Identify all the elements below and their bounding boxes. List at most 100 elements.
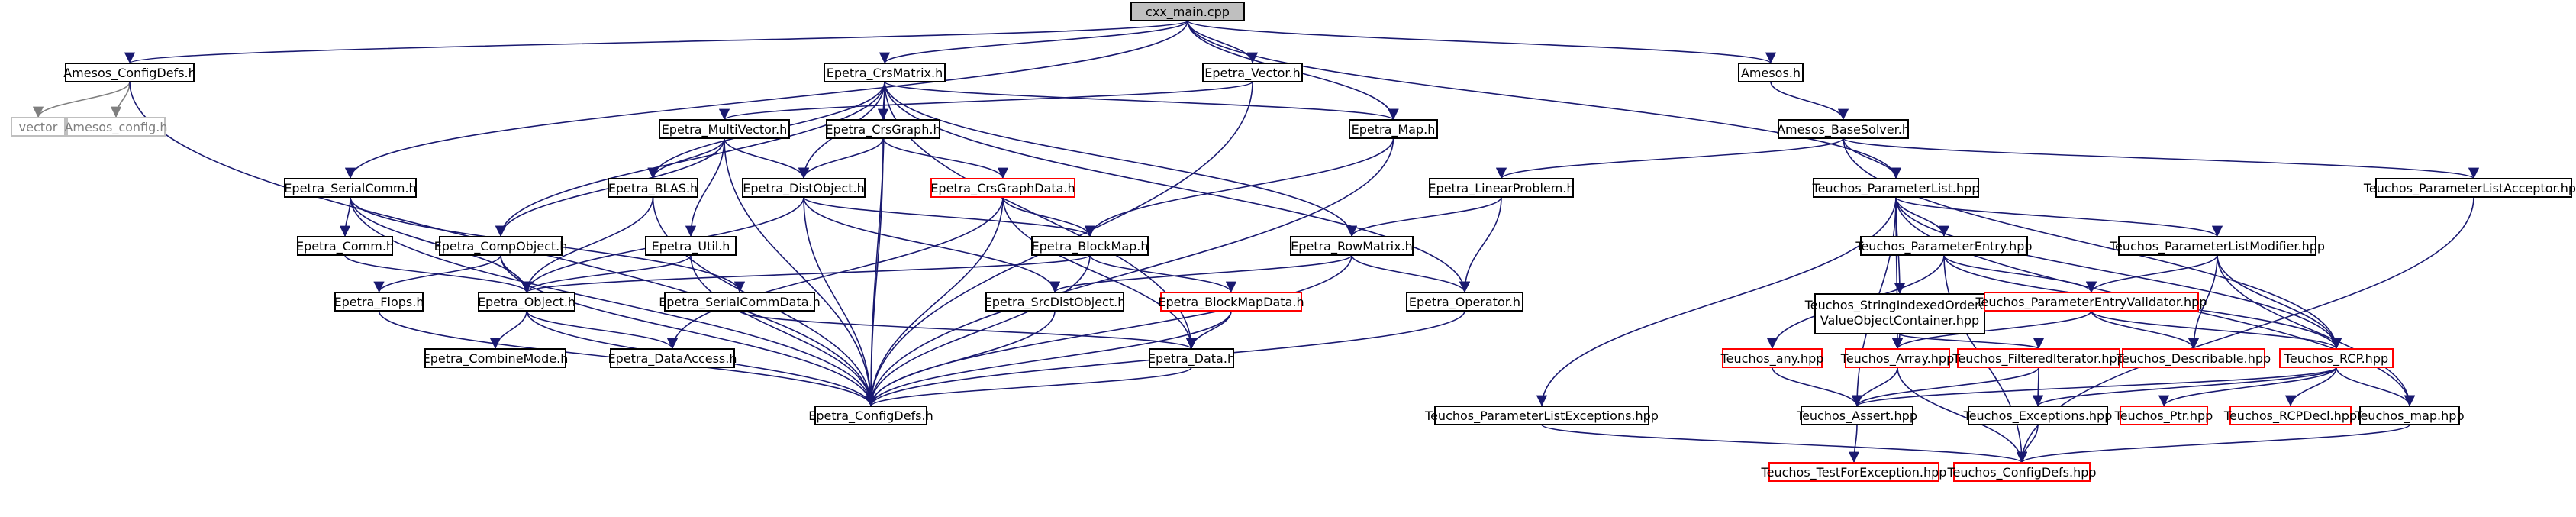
node-label: ValueObjectContainer.hpp (1820, 313, 1979, 328)
node-epetra-blockmapdata[interactable]: Epetra_BlockMapData.h (1158, 292, 1304, 312)
node-epetra-blas[interactable]: Epetra_BLAS.h (608, 178, 698, 198)
node-epetra-rowmatrix[interactable]: Epetra_RowMatrix.h (1290, 236, 1414, 256)
edge-epetra-multivector-to-epetra-distobject (724, 137, 810, 179)
edge-teuchos-rcp-to-teuchos-rcpdecl (2284, 367, 2337, 407)
node-epetra-distobject[interactable]: Epetra_DistObject.h (742, 178, 866, 198)
node-epetra-serialcomm[interactable]: Epetra_SerialComm.h (284, 178, 417, 198)
node-label: Teuchos_ConfigDefs.hpp (1946, 465, 2096, 480)
edge-epetra-distobject-to-epetra-srcdistobject (803, 196, 1061, 293)
node-epetra-flops[interactable]: Epetra_Flops.h (334, 292, 424, 312)
node-label: Teuchos_ParameterListModifier.hpp (2109, 239, 2325, 254)
node-epetra-operator[interactable]: Epetra_Operator.h (1406, 292, 1523, 312)
node-amesos-config: Amesos_config.h (64, 117, 168, 137)
edge-epetra-compobject-to-epetra-configdefs (500, 254, 877, 407)
node-epetra-blockmap[interactable]: Epetra_BlockMap.h (1031, 236, 1149, 256)
node-label: cxx_main.cpp (1146, 5, 1230, 20)
node-box (424, 348, 566, 368)
edge-teuchos-array-to-teuchos-configdefs (1897, 367, 2028, 464)
node-teuchos-array[interactable]: Teuchos_Array.hpp (1840, 348, 1954, 368)
node-label: Epetra_SerialCommData.h (659, 295, 821, 310)
node-epetra-compobject[interactable]: Epetra_CompObject.h (434, 236, 568, 256)
node-teuchos-parameterlistacceptor[interactable]: Teuchos_ParameterListAcceptor.hpp (2363, 178, 2576, 198)
node-box (1860, 236, 2028, 256)
node-amesos[interactable]: Amesos.h (1738, 63, 1804, 82)
edge-epetra-comm-to-epetra-object (344, 254, 533, 293)
node-epetra-linearproblem[interactable]: Epetra_LinearProblem.h (1428, 178, 1575, 198)
node-epetra-crsgraph[interactable]: Epetra_CrsGraph.h (825, 119, 941, 139)
node-label: Teuchos_Ptr.hpp (2114, 409, 2213, 424)
node-box (66, 117, 166, 137)
node-amesos-basesolver[interactable]: Amesos_BaseSolver.h (1777, 119, 1910, 139)
edge-amesos-basesolver-to-teuchos-rcp (1843, 137, 2342, 350)
node-epetra-serialcommdata[interactable]: Epetra_SerialCommData.h (659, 292, 821, 312)
node-box (608, 178, 698, 198)
node-box (610, 348, 735, 368)
node-label: Epetra_BlockMap.h (1031, 239, 1148, 254)
node-teuchos-parameterlistmodifier[interactable]: Teuchos_ParameterListModifier.hpp (2109, 236, 2325, 256)
node-epetra-combinemode[interactable]: Epetra_CombineMode.h (423, 348, 569, 368)
node-epetra-data[interactable]: Epetra_Data.h (1148, 348, 1235, 368)
node-teuchos-parameterlistexceptions[interactable]: Teuchos_ParameterListExceptions.hpp (1424, 406, 1659, 425)
edge-teuchos-any-to-teuchos-assert (1772, 367, 1863, 407)
edge-epetra-crsgraph-to-epetra-configdefs (865, 137, 884, 407)
edge-epetra-crsmatrix-to-epetra-operator (884, 81, 1471, 293)
node-teuchos-parameterentry[interactable]: Teuchos_ParameterEntry.hpp (1855, 236, 2033, 256)
node-teuchos-map[interactable]: Teuchos_map.hpp (2354, 406, 2465, 425)
edge-epetra-crsgraphdata-to-epetra-configdefs (865, 196, 1004, 407)
node-box (297, 236, 393, 256)
node-amesos-configdefs[interactable]: Amesos_ConfigDefs.h (63, 63, 196, 82)
node-epetra-multivector[interactable]: Epetra_MultiVector.h (659, 119, 790, 139)
node-teuchos-configdefs[interactable]: Teuchos_ConfigDefs.hpp (1946, 462, 2097, 482)
node-teuchos-testforexception[interactable]: Teuchos_TestForException.hpp (1761, 462, 1947, 482)
node-epetra-configdefs[interactable]: Epetra_ConfigDefs.h (808, 406, 933, 425)
edge-amesos-configdefs-to-amesos-config (110, 81, 131, 118)
node-box (1768, 462, 1939, 482)
edge-teuchos-filterediterator-to-teuchos-exceptions (2032, 367, 2044, 407)
edge-amesos-basesolver-to-teuchos-parameterlist (1843, 137, 1902, 179)
node-teuchos-parameterlist[interactable]: Teuchos_ParameterList.hpp (1812, 178, 1980, 198)
node-teuchos-rcpdecl[interactable]: Teuchos_RCPDecl.hpp (2223, 406, 2357, 425)
node-epetra-crsgraphdata[interactable]: Epetra_CrsGraphData.h (930, 178, 1075, 198)
node-box (2279, 348, 2394, 368)
edge-epetra-vector-to-epetra-multivector (719, 81, 1253, 121)
node-label: Teuchos_Exceptions.hpp (1963, 409, 2113, 424)
node-epetra-map[interactable]: Epetra_Map.h (1349, 119, 1438, 139)
node-box (1953, 462, 2091, 482)
node-epetra-object[interactable]: Epetra_Object.h (478, 292, 575, 312)
node-label: Epetra_Data.h (1148, 351, 1235, 367)
node-label: Teuchos_StringIndexedOrdered (1804, 298, 1995, 313)
node-teuchos-stringindexed[interactable]: Teuchos_StringIndexedOrderedValueObjectC… (1804, 293, 1995, 334)
node-label: Teuchos_ParameterListExceptions.hpp (1424, 409, 1659, 424)
node-epetra-util[interactable]: Epetra_Util.h (645, 236, 737, 256)
edge-epetra-rowmatrix-to-epetra-operator (1351, 254, 1471, 293)
edge-epetra-linearproblem-to-epetra-operator (1459, 196, 1502, 293)
edge-teuchos-parameterlistmodifier-to-teuchos-rcp (2217, 254, 2342, 350)
edge-teuchos-parameterlistmodifier-to-teuchos-parameterentryvalidator (2085, 254, 2218, 293)
node-teuchos-filterediterator[interactable]: Teuchos_FilteredIterator.hpp (1952, 348, 2125, 368)
edge-cxx-main-to-epetra-vector (1187, 20, 1259, 64)
node-box (2120, 406, 2208, 425)
node-teuchos-ptr[interactable]: Teuchos_Ptr.hpp (2114, 406, 2213, 425)
node-epetra-crsmatrix[interactable]: Epetra_CrsMatrix.h (824, 63, 946, 82)
node-box (645, 236, 737, 256)
node-teuchos-exceptions[interactable]: Teuchos_Exceptions.hpp (1963, 406, 2113, 425)
edge-epetra-object-to-epetra-dataaccess (526, 310, 679, 350)
node-epetra-comm[interactable]: Epetra_Comm.h (296, 236, 394, 256)
node-cxx-main[interactable]: cxx_main.cpp (1130, 2, 1245, 21)
node-teuchos-assert[interactable]: Teuchos_Assert.hpp (1796, 406, 1917, 425)
edge-teuchos-rcp-to-teuchos-ptr (2158, 367, 2337, 407)
edge-epetra-rowmatrix-to-epetra-srcdistobject (1049, 254, 1352, 293)
edge-teuchos-parameterlist-to-teuchos-rcp (1895, 196, 2342, 350)
node-teuchos-parameterentryvalidator[interactable]: Teuchos_ParameterEntryValidator.hpp (1975, 292, 2207, 312)
node-teuchos-any[interactable]: Teuchos_any.hpp (1720, 348, 1824, 368)
node-epetra-srcdistobject[interactable]: Epetra_SrcDistObject.h (985, 292, 1126, 312)
node-teuchos-describable[interactable]: Teuchos_Describable.hpp (2116, 348, 2271, 368)
edge-epetra-data-to-epetra-configdefs (866, 367, 1192, 407)
edge-epetra-compobject-to-epetra-flops (373, 254, 501, 293)
node-epetra-vector[interactable]: Epetra_Vector.h (1202, 63, 1303, 82)
node-epetra-dataaccess[interactable]: Epetra_DataAccess.h (608, 348, 737, 368)
node-teuchos-rcp[interactable]: Teuchos_RCP.hpp (2279, 348, 2394, 368)
edge-epetra-crsgraphdata-to-epetra-data (1002, 196, 1198, 350)
node-box (1160, 292, 1302, 312)
